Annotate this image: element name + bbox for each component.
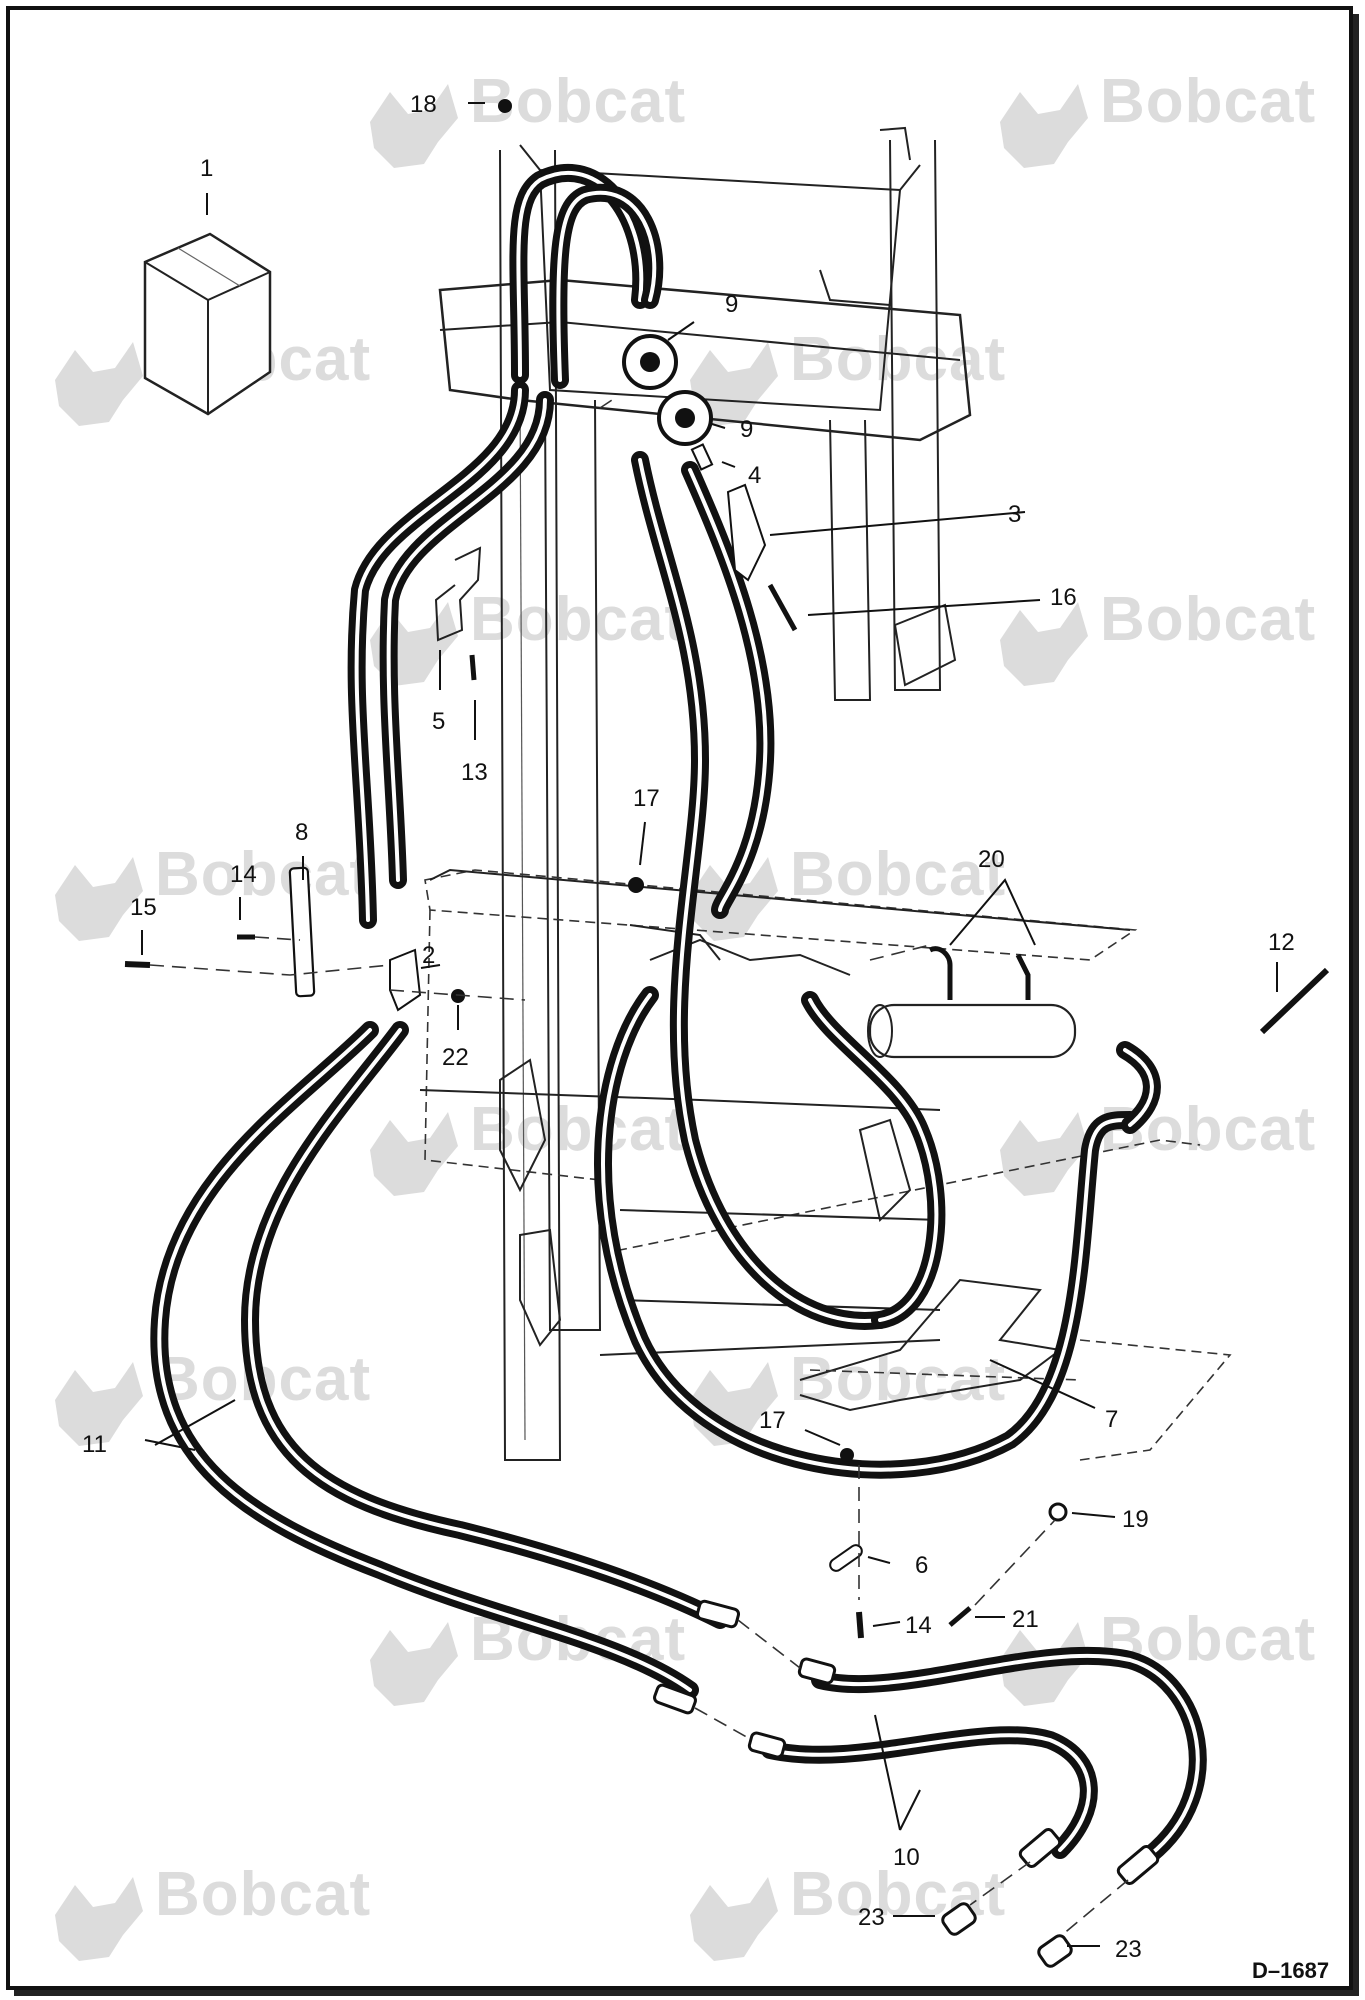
nut-17-lower xyxy=(840,1448,854,1462)
elbow-20-right xyxy=(1015,953,1031,1000)
watermark-text: Bobcat xyxy=(790,325,1006,394)
nut-18 xyxy=(498,99,512,113)
watermark-text: Bobcat xyxy=(470,1095,686,1164)
watermark-text: Bobcat xyxy=(1100,67,1316,136)
callout-4: 4 xyxy=(748,462,761,489)
rod-12 xyxy=(1259,967,1330,1035)
callout-23-right: 23 xyxy=(1115,1936,1142,1963)
callout-20: 20 xyxy=(978,846,1005,873)
cylinder xyxy=(867,1003,1077,1059)
callout-14-left: 14 xyxy=(230,861,257,888)
bolt-21 xyxy=(948,1606,972,1627)
watermark-logo-icon xyxy=(690,342,778,426)
callout-22: 22 xyxy=(442,1044,469,1071)
callout-21: 21 xyxy=(1012,1606,1039,1633)
bolt-15 xyxy=(124,961,151,968)
callout-17-lower: 17 xyxy=(759,1407,786,1434)
bolt-14-lower xyxy=(856,1611,864,1639)
mast-frame xyxy=(419,126,1232,1461)
bracket-3 xyxy=(726,483,767,582)
callout-6: 6 xyxy=(915,1552,928,1579)
drawing-number: D–1687 xyxy=(1252,1958,1329,1983)
clamp-2 xyxy=(389,948,422,1012)
callout-12: 12 xyxy=(1268,929,1295,956)
callout-23-left: 23 xyxy=(858,1904,885,1931)
callout-3: 3 xyxy=(1008,501,1021,528)
hose-set xyxy=(150,164,1207,1864)
callout-14-lower: 14 xyxy=(905,1612,932,1639)
watermark-logo-icon xyxy=(55,857,143,941)
fittings xyxy=(124,99,1330,1968)
watermark-logo-icon xyxy=(370,84,458,168)
coupler-23-left xyxy=(941,1902,977,1936)
watermark-logo-icon xyxy=(55,1877,143,1961)
watermark-logo-icon xyxy=(55,1362,143,1446)
bolt-16 xyxy=(767,583,798,632)
watermark-text: Bobcat xyxy=(155,1860,371,1929)
clamp-8 xyxy=(288,866,316,998)
watermark-logo-icon xyxy=(55,342,143,426)
callout-9-lower: 9 xyxy=(740,416,753,443)
callout-1: 1 xyxy=(200,155,213,182)
callout-9-upper: 9 xyxy=(725,291,738,318)
callout-2: 2 xyxy=(422,942,435,969)
callout-7: 7 xyxy=(1105,1406,1118,1433)
callout-15: 15 xyxy=(130,894,157,921)
callout-16: 16 xyxy=(1050,584,1077,611)
watermark-text: Bobcat xyxy=(790,1345,1006,1414)
watermark-text: Bobcat xyxy=(790,840,1006,909)
watermark-logo-icon xyxy=(370,1112,458,1196)
watermark-logo-icon xyxy=(1000,84,1088,168)
watermark-logo-icon xyxy=(690,1877,778,1961)
callout-10: 10 xyxy=(893,1844,920,1871)
part-1-kit-box xyxy=(143,232,272,416)
watermark-logo-icon xyxy=(1000,602,1088,686)
watermark-text: Bobcat xyxy=(155,840,371,909)
callout-8: 8 xyxy=(295,819,308,846)
pin-4 xyxy=(690,443,714,471)
nut-17-upper xyxy=(628,877,644,893)
assembly-lines xyxy=(149,399,1129,1936)
elbow-20-left xyxy=(928,946,953,1000)
coupler-23-right xyxy=(1037,1934,1073,1968)
watermark-text: Bobcat xyxy=(470,585,686,654)
callout-19: 19 xyxy=(1122,1506,1149,1533)
pin-6 xyxy=(829,1544,863,1572)
bolt-13 xyxy=(469,654,477,681)
callout-11: 11 xyxy=(82,1431,107,1458)
watermark-text: Bobcat xyxy=(1100,585,1316,654)
callout-labels: 1 2 3 4 5 6 7 8 9 9 10 11 12 13 14 14 15… xyxy=(82,91,1295,1963)
nut-22 xyxy=(451,989,465,1003)
callout-13: 13 xyxy=(461,759,488,786)
callout-5: 5 xyxy=(432,708,445,735)
callout-17-upper: 17 xyxy=(633,785,660,812)
callout-18: 18 xyxy=(410,91,437,118)
watermark-logo-icon xyxy=(370,1622,458,1706)
leader-lines xyxy=(141,102,1278,1947)
watermark-logo-icon xyxy=(1000,1112,1088,1196)
washer-19 xyxy=(1048,1502,1068,1522)
